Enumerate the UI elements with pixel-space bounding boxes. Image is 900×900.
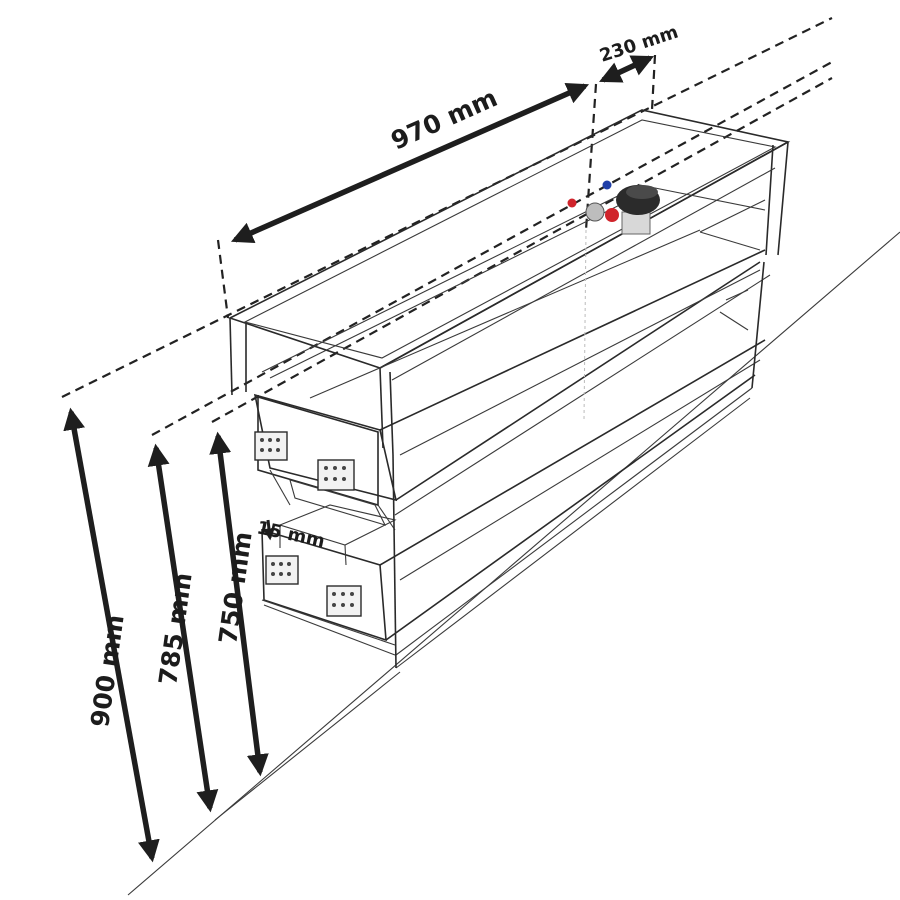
lower-drawer <box>261 261 766 669</box>
dimension-arrows <box>63 55 654 863</box>
height-750-arrow <box>209 431 269 777</box>
valve-red <box>605 208 619 222</box>
bracket-upper-left <box>254 431 288 461</box>
dimension-labels: 970 mm 230 mm 900 mm 785 mm 750 mm 15 mm <box>85 22 681 729</box>
bracket-upper-right <box>317 459 355 491</box>
label-230: 230 mm <box>597 22 681 67</box>
cabinet-carcass <box>227 109 791 456</box>
width-arrow <box>230 83 590 243</box>
upper-drawer <box>253 229 771 531</box>
height-900-arrow <box>63 407 160 863</box>
label-970: 970 mm <box>387 83 502 155</box>
bracket-lower-left <box>265 555 299 585</box>
bracket-lower-right <box>326 585 362 617</box>
label-15: 15 mm <box>255 517 327 552</box>
extension-lines <box>61 17 833 436</box>
pipe-red-dot <box>567 198 577 208</box>
floor-lines <box>127 231 900 896</box>
label-750: 750 mm <box>213 530 257 646</box>
height-785-arrow <box>147 443 219 813</box>
gap-arrow <box>262 519 275 541</box>
depth-arrow <box>599 55 654 83</box>
pipe-blue-dot <box>602 180 612 190</box>
